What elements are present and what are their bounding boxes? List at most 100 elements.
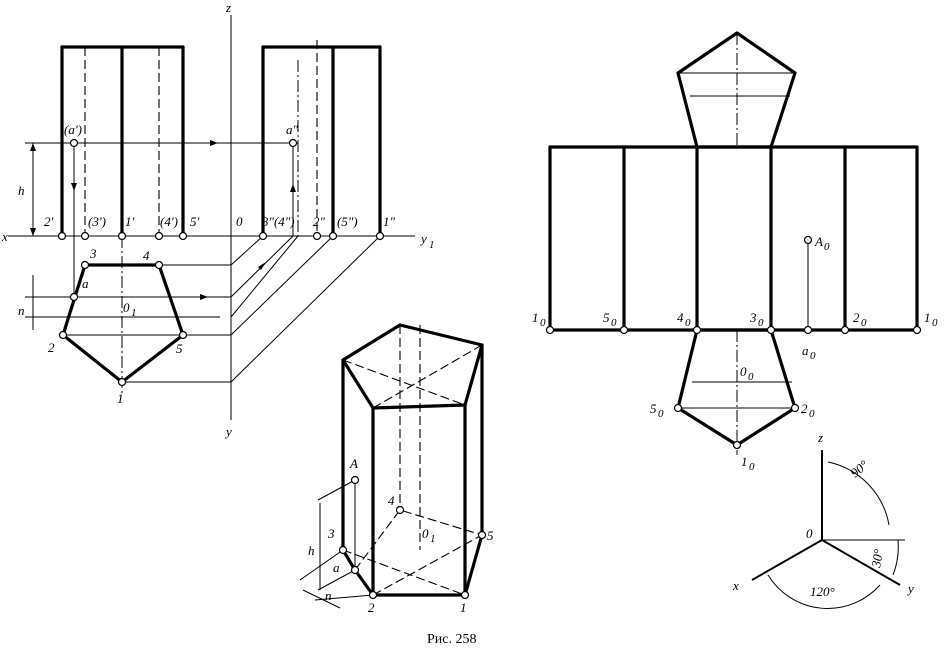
label-y: y (224, 424, 232, 439)
net-point-5 (619, 325, 629, 335)
axes-label-y: y (906, 581, 914, 596)
axo-point-3 (338, 545, 348, 555)
figure-caption: Рис. 258 (427, 632, 477, 647)
diag-1 (230, 235, 381, 383)
point-4-front (154, 231, 164, 241)
label-5-top: 5 (176, 341, 183, 356)
point-5-side (328, 231, 338, 241)
label-5-front: 5' (190, 214, 200, 229)
dim-h-ext-top (317, 479, 356, 501)
net-label-2: 2 (853, 310, 860, 325)
label-center-top-sub: 1 (131, 307, 137, 319)
label-1-top: 1 (117, 391, 124, 406)
axo-point-5 (477, 530, 487, 540)
arc-30 (892, 539, 899, 576)
net-label-lower-5: 5 (650, 401, 657, 416)
label-4-top: 4 (143, 248, 150, 263)
axo-label-1: 1 (460, 600, 467, 615)
point-1-top (117, 377, 127, 387)
label-34-side: 3"(4") (261, 214, 295, 229)
development-net: 1 0 5 0 4 0 3 0 2 0 1 0 a 0 A 0 0 0 5 0 … (532, 31, 938, 473)
point-5-front (178, 231, 188, 241)
axo-label-2: 2 (368, 600, 375, 615)
net-label-lower-1: 1 (741, 454, 748, 469)
dim-h-arrow-bottom (30, 228, 36, 236)
net-label-center-sub: 0 (748, 371, 754, 383)
label-a-top: a (82, 276, 89, 291)
net-lower-point-1 (732, 440, 742, 450)
arrow-up (290, 184, 296, 192)
net-lower-point-5 (673, 403, 683, 413)
point-a-top (69, 292, 79, 302)
axes-label-z: z (817, 430, 823, 445)
net-point-1b (912, 325, 922, 335)
axo-point-2 (368, 590, 378, 600)
net-label-a-sub: 0 (810, 350, 816, 362)
axo-label-center: 0 (422, 526, 429, 541)
net-label-1b: 1 (924, 310, 931, 325)
diag-center (230, 235, 299, 318)
arrow-down (71, 183, 77, 191)
dim-n-ext-1 (299, 549, 344, 581)
net-label-lower-1-sub: 0 (749, 461, 755, 473)
label-h: h (18, 183, 25, 198)
axo-label-3: 3 (327, 526, 335, 541)
net-label-A: A (814, 234, 823, 249)
label-center-top: 0 (123, 300, 130, 315)
label-5-side: (5") (337, 214, 358, 229)
axo-label-5: 5 (487, 528, 494, 543)
axo-point-a (350, 565, 360, 575)
bottom-base-hidden (354, 509, 483, 571)
label-origin: 0 (236, 214, 243, 229)
bottom-diag-1 (342, 549, 466, 596)
axis-y-line (821, 539, 901, 586)
arc-90 (827, 461, 890, 526)
axes-label-90: 90° (847, 457, 871, 480)
axo-label-h: h (308, 543, 315, 558)
axo-label-center-sub: 1 (430, 533, 436, 545)
bottom-diag-2 (372, 534, 483, 596)
net-label-A-sub: 0 (824, 241, 830, 253)
net-label-lower-5-sub: 0 (658, 408, 664, 420)
axo-point-4 (395, 505, 405, 515)
top-diag-2 (372, 344, 483, 409)
label-a-side: a" (286, 122, 299, 137)
point-4-top (154, 260, 164, 270)
label-a-front: (a') (64, 122, 82, 137)
point-1-front (117, 231, 127, 241)
net-point-2 (840, 325, 850, 335)
point-1-side (375, 231, 385, 241)
label-y1-sub: 1 (429, 239, 435, 251)
point-34-side (258, 231, 268, 241)
axonometric-prism: A a h n 1 2 3 4 5 0 1 (299, 323, 494, 615)
net-label-3-sub: 0 (758, 317, 764, 329)
diag-25 (230, 235, 334, 336)
net-point-1a (545, 325, 555, 335)
net-point-a (803, 325, 813, 335)
net-point-3 (766, 325, 776, 335)
net-label-lower-2: 2 (801, 401, 808, 416)
arrow-diag (258, 262, 266, 270)
net-label-1b-sub: 0 (932, 317, 938, 329)
arrow-right-2 (200, 294, 208, 300)
dim-n-axo (302, 589, 341, 609)
point-a-front (69, 138, 79, 148)
net-lower-point-2 (790, 403, 800, 413)
point-3-top (80, 260, 90, 270)
axo-point-A (350, 475, 360, 485)
net-label-a: a (802, 343, 809, 358)
axo-point-1 (460, 590, 470, 600)
point-2-top (58, 330, 68, 340)
dim-h-arrow-top (30, 143, 36, 151)
label-y1: y (419, 231, 427, 246)
axes-diagram: z x y 0 90° 120° 30° (732, 430, 914, 609)
bottom-base-visible (341, 533, 484, 597)
label-x: x (1, 229, 8, 244)
point-2-side (312, 231, 322, 241)
net-label-center: 0 (740, 364, 747, 379)
dim-n-ext-2 (314, 594, 374, 601)
diag-34 (230, 235, 264, 266)
axo-label-A: A (349, 456, 358, 471)
point-a-side (288, 138, 298, 148)
axis-x-line (751, 539, 823, 581)
